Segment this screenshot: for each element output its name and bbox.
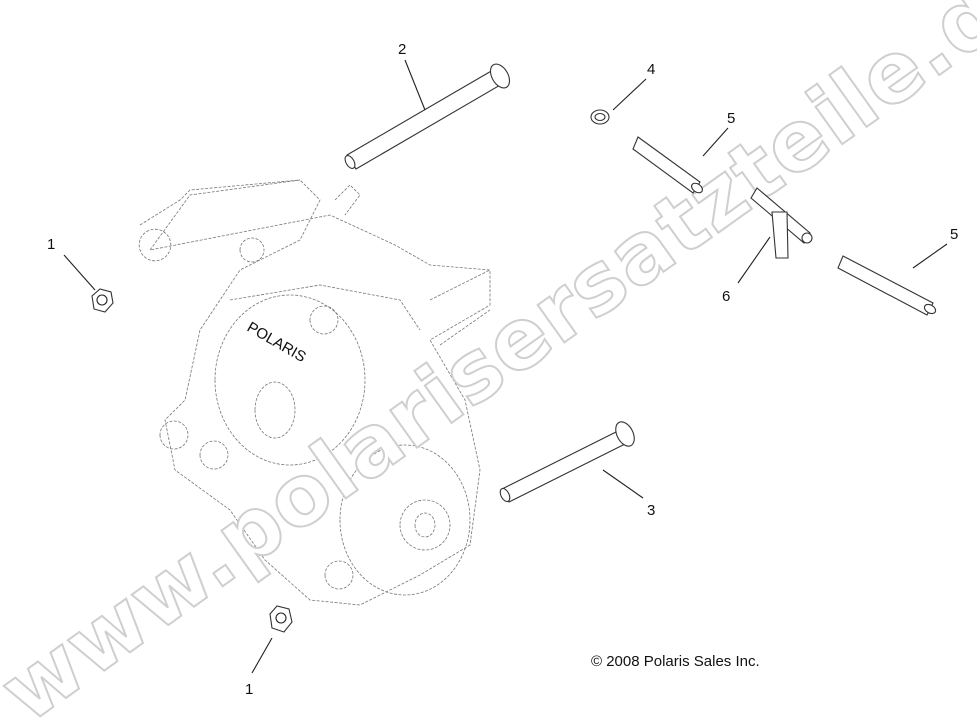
callout-1-top: 1 bbox=[47, 236, 55, 253]
nut-top bbox=[91, 288, 114, 313]
callout-1-bottom: 1 bbox=[245, 681, 253, 698]
copyright-notice: © 2008 Polaris Sales Inc. bbox=[591, 653, 760, 670]
hose-clamp bbox=[590, 109, 610, 125]
gearcase-logo: POLARIS bbox=[244, 319, 309, 366]
gearcase-housing bbox=[138, 179, 491, 606]
leader-lines bbox=[63, 59, 948, 674]
callout-3: 3 bbox=[647, 502, 655, 519]
nut-bottom bbox=[269, 605, 293, 633]
callout-5-b: 5 bbox=[950, 226, 958, 243]
hose-a bbox=[632, 136, 703, 194]
callout-6: 6 bbox=[722, 288, 730, 305]
bolt-long bbox=[344, 63, 511, 170]
callout-5-a: 5 bbox=[727, 110, 735, 127]
bolt-short bbox=[499, 421, 635, 503]
callout-4: 4 bbox=[647, 61, 655, 78]
callout-2: 2 bbox=[398, 41, 406, 58]
tee-fitting bbox=[750, 187, 813, 259]
hose-b bbox=[837, 255, 937, 316]
